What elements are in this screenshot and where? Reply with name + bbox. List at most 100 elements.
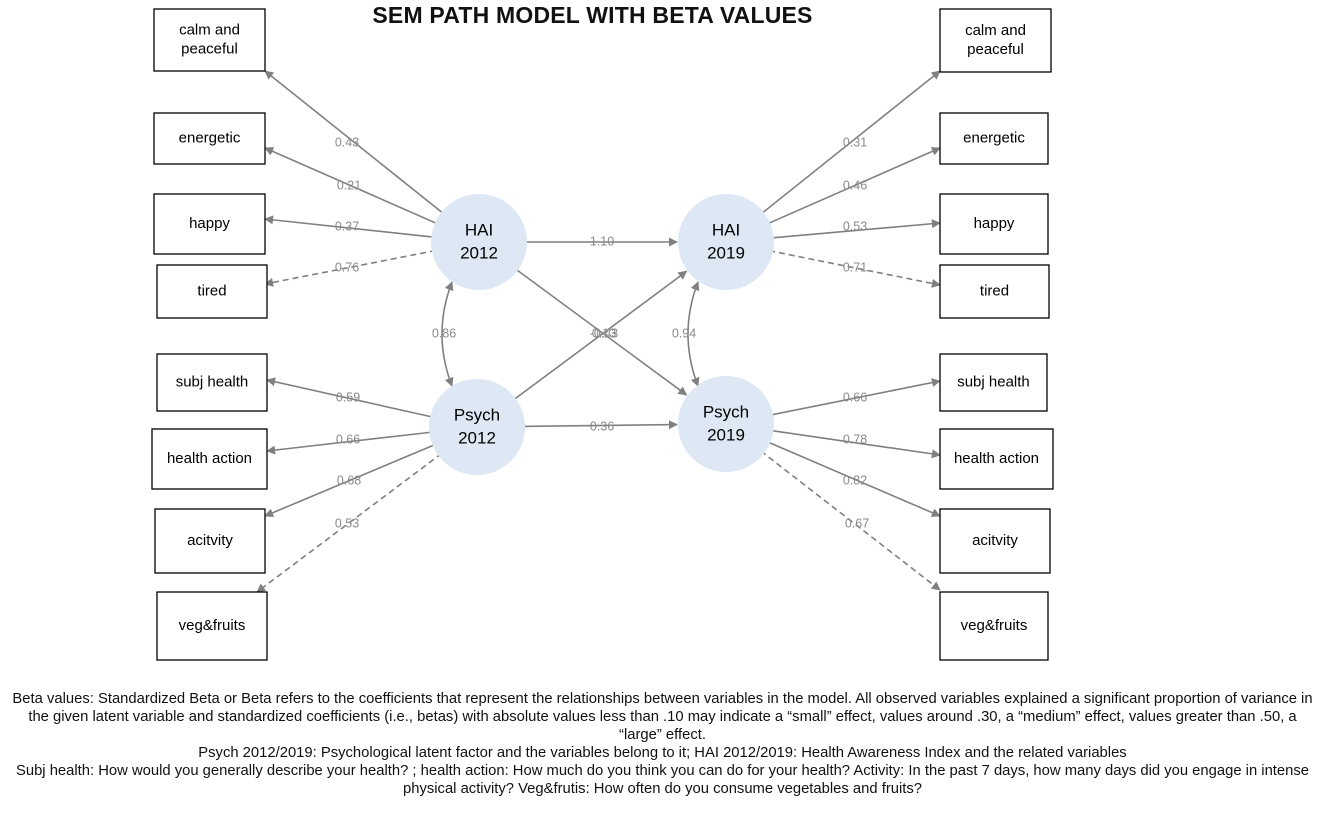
path-psych2019-to-R-action	[769, 429, 941, 459]
beta-label-psych2019-R-activity: 0.82	[843, 473, 867, 487]
latent-label-line2: 2019	[707, 425, 745, 444]
indicator-box-L-calm: calm and peaceful	[153, 8, 266, 72]
indicator-rect	[153, 112, 266, 165]
indicator-label: calm and	[179, 21, 240, 38]
latent-circle	[678, 376, 774, 472]
beta-label-psych2012-L-action: 0.66	[336, 432, 360, 446]
path-hai2019-to-R-happy	[769, 219, 941, 239]
beta-label-psych2012-hai2019: -0.43	[590, 326, 619, 340]
path-psych2012-to-psych2019	[520, 420, 678, 430]
indicator-label: subj health	[176, 373, 249, 390]
beta-label-hai2012-L-calm: 0.43	[335, 135, 359, 149]
beta-label-psych2012-L-veg: 0.53	[335, 516, 359, 530]
indicator-rect	[939, 112, 1049, 165]
explanatory-notes: Beta values: Standardized Beta or Beta r…	[10, 690, 1315, 798]
beta-label-hai2019-R-tired: 0.71	[843, 260, 867, 274]
indicator-rect	[156, 353, 268, 412]
indicator-rect	[939, 353, 1048, 412]
beta-label-psych2019-R-action: 0.78	[843, 432, 867, 446]
beta-label-psych2012-L-activity: 0.68	[337, 473, 361, 487]
latent-label-line1: Psych	[454, 405, 500, 424]
indicator-label: energetic	[963, 129, 1025, 146]
latent-label-line2: 2019	[707, 243, 745, 262]
indicator-label: calm and	[965, 22, 1026, 39]
path-hai2012-to-L-calm	[264, 70, 446, 216]
latent-label-line1: Psych	[703, 402, 749, 421]
indicator-rect	[151, 428, 268, 490]
indicator-rect	[154, 508, 266, 574]
note-beta-values: Beta values: Standardized Beta or Beta r…	[12, 691, 1313, 743]
indicator-label: happy	[974, 215, 1015, 232]
path-psych2012-to-L-action	[266, 431, 434, 455]
indicator-box-R-energetic: energetic	[939, 112, 1049, 165]
indicator-box-L-tired: tired	[156, 264, 268, 319]
labels-layer: 0.43 0.21 0.37 0.76 0.59 0.66 0.68 0.53 0.31 0.46…	[335, 135, 869, 530]
indicator-box-L-happy: happy	[153, 193, 266, 255]
covariance-label-hai2019-psych2019: 0.94	[672, 326, 696, 340]
path-hai2012-to-L-energetic	[264, 147, 440, 226]
beta-label-hai2012-L-happy: 0.37	[335, 219, 359, 233]
indicator-rect	[156, 264, 268, 319]
latent-circle	[678, 194, 774, 290]
path-hai2012-to-L-happy	[264, 215, 436, 239]
indicator-label: subj health	[957, 373, 1030, 390]
path-psych2019-to-R-subj	[768, 378, 941, 417]
latent-node-psych2019: Psych 2019	[678, 376, 774, 472]
beta-label-psych2012-L-subj: 0.59	[336, 390, 360, 404]
path-hai2019-to-R-calm	[759, 70, 941, 216]
latent-label-line1: HAI	[712, 220, 740, 239]
indicator-label: acitvity	[187, 532, 233, 549]
beta-label-psych2019-R-subj: 0.66	[843, 390, 867, 404]
paths-layer	[256, 70, 941, 593]
indicator-rect	[939, 591, 1049, 661]
indicator-rect	[939, 264, 1050, 319]
indicator-rect	[153, 8, 266, 72]
indicator-label: happy	[189, 215, 230, 232]
indicator-label: energetic	[179, 129, 241, 146]
path-psych2012-to-hai2019	[511, 270, 688, 402]
indicator-rect	[939, 8, 1052, 73]
beta-label-hai2012-hai2019: 1.10	[590, 234, 614, 248]
beta-label-hai2019-R-energetic: 0.46	[843, 178, 867, 192]
indicator-box-R-veg: veg&fruits	[939, 591, 1049, 661]
indicator-rect	[156, 591, 268, 661]
indicator-box-R-happy: happy	[939, 193, 1049, 255]
diagram-title: SEM PATH MODEL WITH BETA VALUES	[372, 2, 813, 28]
path-psych2012-to-L-veg	[256, 452, 443, 593]
indicator-rect	[939, 508, 1051, 574]
indicator-label: tired	[980, 282, 1009, 299]
beta-label-hai2012-L-tired: 0.76	[335, 260, 359, 274]
path-hai2012-to-L-tired	[264, 249, 436, 287]
path-psych2012-to-L-activity	[264, 443, 437, 518]
indicator-label: veg&fruits	[179, 617, 246, 634]
indicator-box-R-subj: subj health	[939, 353, 1048, 412]
latent-node-hai2012: HAI 2012	[431, 194, 527, 290]
indicator-box-L-subj: subj health	[156, 353, 268, 412]
path-hai2012-to-psych2019	[513, 267, 688, 396]
path-psych2019-to-R-veg	[760, 450, 941, 591]
path-hai2019-to-R-energetic	[765, 147, 941, 226]
indicator-label: health action	[167, 450, 252, 467]
indicator-rect	[939, 428, 1054, 490]
latent-label-line2: 2012	[460, 243, 498, 262]
path-hai2019-to-R-tired	[768, 249, 941, 288]
latent-label-line1: HAI	[465, 220, 493, 239]
beta-label-psych2019-R-veg: 0.67	[845, 516, 869, 530]
beta-label-hai2019-R-happy: 0.53	[843, 219, 867, 233]
note-indicator-definitions: Subj health: How would you generally des…	[15, 763, 1310, 797]
beta-label-hai2012-psych2019: 0.13	[592, 326, 616, 340]
indicator-box-L-action: health action	[151, 428, 268, 490]
covariance-label-hai2012-psych2012: 0.86	[432, 326, 456, 340]
indicator-box-L-energetic: energetic	[153, 112, 266, 165]
indicator-label: peaceful	[181, 40, 238, 57]
latent-node-hai2019: HAI 2019	[678, 194, 774, 290]
beta-label-hai2012-L-energetic: 0.21	[337, 178, 361, 192]
beta-label-hai2019-R-calm: 0.31	[843, 135, 867, 149]
path-psych2012-to-L-subj	[266, 377, 435, 419]
latent-circle	[429, 379, 525, 475]
indicator-box-R-tired: tired	[939, 264, 1050, 319]
path-psych2019-to-R-activity	[766, 440, 941, 517]
